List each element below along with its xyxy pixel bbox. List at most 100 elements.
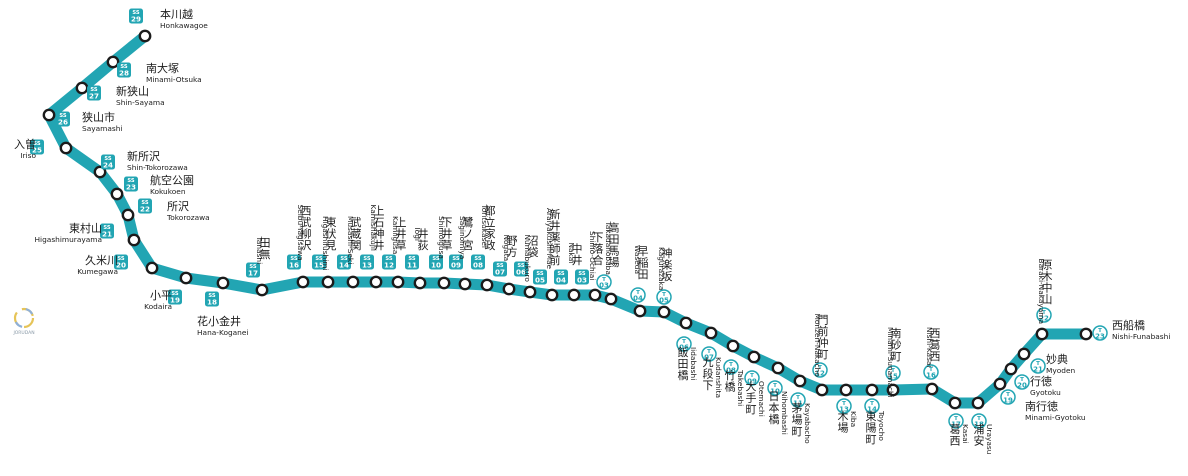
badge-number: 03 bbox=[599, 281, 609, 289]
station-number-badge: T16 bbox=[923, 364, 939, 380]
station-name-jp: 東伏見 bbox=[326, 216, 337, 252]
badge-number: 12 bbox=[815, 369, 825, 377]
station-name-jp-char: 稲 bbox=[638, 257, 649, 270]
station-name-en: Nakai bbox=[567, 243, 576, 264]
badge-number: 18 bbox=[974, 420, 984, 428]
station-name-jp: 野方 bbox=[507, 235, 518, 260]
station-dot bbox=[437, 276, 451, 290]
badge-background bbox=[812, 362, 828, 378]
station-name-jp: 南砂町 bbox=[891, 327, 902, 363]
badge-number: 19 bbox=[1003, 396, 1013, 404]
station-dot bbox=[793, 374, 807, 388]
badge-background bbox=[676, 336, 692, 352]
station-dot bbox=[925, 382, 939, 396]
station-name-en: Iogi bbox=[413, 228, 422, 241]
station-name-jp-char: 沢 bbox=[301, 238, 312, 252]
badge-line-code: SS bbox=[578, 271, 586, 277]
station-name-jp-char: 伏 bbox=[326, 227, 337, 241]
badge-line-code: SS bbox=[517, 263, 525, 269]
station-name-jp-char: 竹 bbox=[725, 368, 736, 382]
station-name-en: Kiba bbox=[849, 411, 858, 427]
station-name-jp: 新所沢 bbox=[127, 149, 160, 163]
station-name-jp-char: 茅 bbox=[792, 402, 803, 415]
station-name-jp-char: 見 bbox=[326, 239, 337, 252]
station-name-en: Saginomiya bbox=[458, 216, 467, 259]
badge-number: 04 bbox=[556, 276, 566, 285]
badge-line-code: SS bbox=[59, 113, 67, 119]
badge-line-code: SS bbox=[432, 256, 440, 262]
station-name-jp-char: 草 bbox=[442, 239, 453, 252]
station-name-en: Tokorozawa bbox=[166, 213, 210, 222]
badge-background bbox=[30, 139, 44, 155]
station-name-jp-char: 師 bbox=[550, 243, 561, 256]
station-name-jp-char: 井 bbox=[550, 219, 561, 233]
badge-background bbox=[514, 261, 528, 277]
badge-background bbox=[124, 176, 138, 192]
station-name-jp: 西船橋 bbox=[1112, 318, 1145, 332]
station-name-jp-char: 陽 bbox=[866, 422, 877, 435]
station-name-jp-char: 町 bbox=[818, 348, 829, 361]
badge-line-code: T bbox=[977, 416, 981, 422]
station-name-en: Kagurazaka bbox=[657, 247, 666, 290]
badge-background bbox=[790, 392, 806, 408]
badge-number: 09 bbox=[451, 261, 461, 270]
badge-background bbox=[168, 289, 182, 305]
station-name-jp-char: 仲 bbox=[818, 336, 829, 350]
badge-number: 23 bbox=[126, 183, 136, 192]
station-name-jp: 早稲田 bbox=[638, 245, 649, 281]
station-number-badge: T14 bbox=[864, 398, 880, 414]
badge-line-code: T bbox=[636, 290, 640, 296]
station-name-jp: 東陽町 bbox=[866, 410, 877, 446]
station-name-jp-char: 下 bbox=[703, 379, 714, 392]
station-name-en: Nishi-Funabashi bbox=[1112, 332, 1170, 341]
station-dot bbox=[704, 326, 718, 340]
station-name-en: Shimoigusa bbox=[437, 216, 446, 259]
station-name-jp-char: 町 bbox=[792, 425, 803, 438]
station-name-jp-char: 場 bbox=[609, 256, 620, 269]
badge-line-code: T bbox=[707, 349, 711, 355]
badge-line-code: T bbox=[662, 292, 666, 298]
badge-background bbox=[56, 111, 70, 127]
badge-number: 15 bbox=[314, 261, 324, 270]
station-dot bbox=[93, 165, 107, 179]
badge-number: 11 bbox=[407, 261, 417, 270]
station-number-badge: T04 bbox=[630, 287, 646, 303]
station-dot bbox=[179, 271, 193, 285]
station-name-jp-char: 袋 bbox=[528, 245, 539, 259]
badge-background bbox=[100, 223, 114, 239]
station-name-jp-char: 葛 bbox=[930, 339, 941, 352]
badge-number: 13 bbox=[839, 405, 849, 413]
badge-background bbox=[246, 262, 260, 278]
station-name-en: Myoden bbox=[1046, 366, 1076, 375]
station-dot bbox=[633, 304, 647, 318]
station-name-jp-char: 井 bbox=[572, 253, 583, 267]
badge-line-code: T bbox=[1042, 310, 1046, 316]
station-name-jp-char: 田 bbox=[609, 233, 620, 246]
badge-background bbox=[360, 254, 374, 270]
station-name-jp-char: 沼 bbox=[528, 234, 539, 248]
badge-line-code: SS bbox=[536, 271, 544, 277]
station-name-jp: 西葛西 bbox=[930, 327, 941, 363]
badge-number: 21 bbox=[102, 230, 112, 239]
